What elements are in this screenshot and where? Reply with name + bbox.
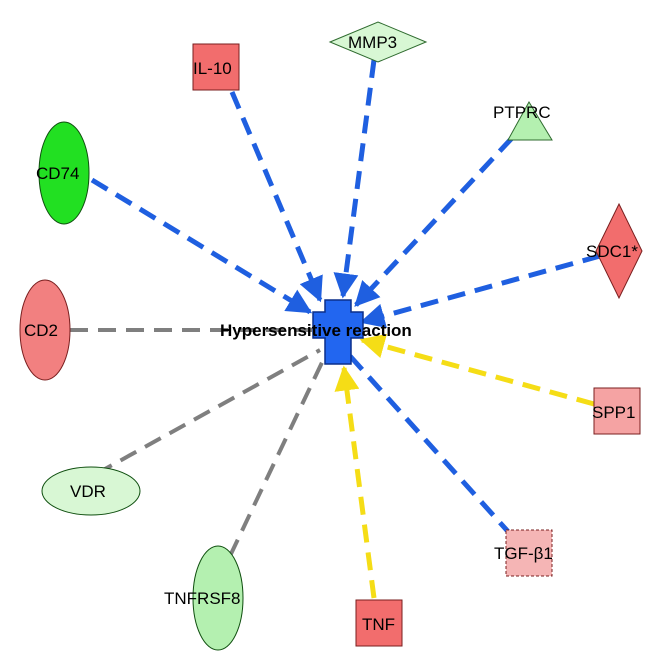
node-mmp3-label: MMP3: [348, 33, 397, 52]
edge-tnfrsf8: [228, 353, 328, 557]
node-mmp3[interactable]: MMP3: [328, 21, 428, 63]
node-vdr-label: VDR: [70, 482, 106, 501]
node-ptprc-shape: [507, 101, 553, 141]
node-cd2[interactable]: CD2: [19, 279, 71, 381]
function-cross-icon: [312, 299, 364, 365]
node-il10-shape: [192, 43, 240, 91]
node-il10[interactable]: IL-10: [192, 43, 240, 91]
node-tnf-shape: [355, 599, 403, 647]
node-tgfb1-label: TGF-β1: [494, 544, 553, 563]
node-sdc1-shape: [595, 202, 643, 300]
center-node[interactable]: Hypersensitive reaction: [220, 299, 412, 365]
edge-tgfb1: [348, 354, 514, 538]
node-mmp3-shape: [328, 21, 428, 63]
node-cd74-shape: [38, 121, 90, 225]
node-tnfrsf8-label: TNFRSF8: [164, 589, 241, 608]
node-cd2-shape: [19, 279, 71, 381]
node-tgfb1[interactable]: TGF-β1: [494, 529, 553, 577]
edge-vdr: [95, 348, 321, 476]
node-spp1-shape: [593, 387, 641, 435]
node-spp1-label: SPP1: [592, 403, 635, 422]
node-tnfrsf8[interactable]: TNFRSF8: [164, 545, 244, 651]
node-sdc1[interactable]: SDC1*: [586, 202, 643, 300]
node-cd74-label: CD74: [36, 164, 79, 183]
edge-il10: [229, 91, 323, 303]
node-ptprc[interactable]: PTPRC: [493, 101, 553, 141]
node-tnf[interactable]: TNF: [355, 599, 403, 647]
edge-cd74: [90, 177, 313, 315]
node-il10-label: IL-10: [193, 59, 232, 78]
node-vdr[interactable]: VDR: [41, 466, 141, 516]
node-ptprc-label: PTPRC: [493, 103, 551, 122]
node-sdc1-label: SDC1*: [586, 242, 638, 261]
edge-spp1: [359, 333, 595, 407]
edge-mmp3: [333, 59, 377, 299]
node-vdr-shape: [41, 466, 141, 516]
node-tgfb1-shape: [505, 529, 553, 577]
edge-ptprc: [354, 136, 514, 307]
edge-tnf: [334, 365, 377, 599]
node-spp1[interactable]: SPP1: [592, 387, 641, 435]
node-cd2-label: CD2: [24, 321, 58, 340]
node-cd74[interactable]: CD74: [36, 121, 90, 225]
edge-sdc1: [359, 253, 601, 329]
node-tnfrsf8-shape: [192, 545, 244, 651]
node-tnf-label: TNF: [362, 615, 395, 634]
edges: [70, 59, 601, 599]
center-label: Hypersensitive reaction: [220, 321, 412, 340]
